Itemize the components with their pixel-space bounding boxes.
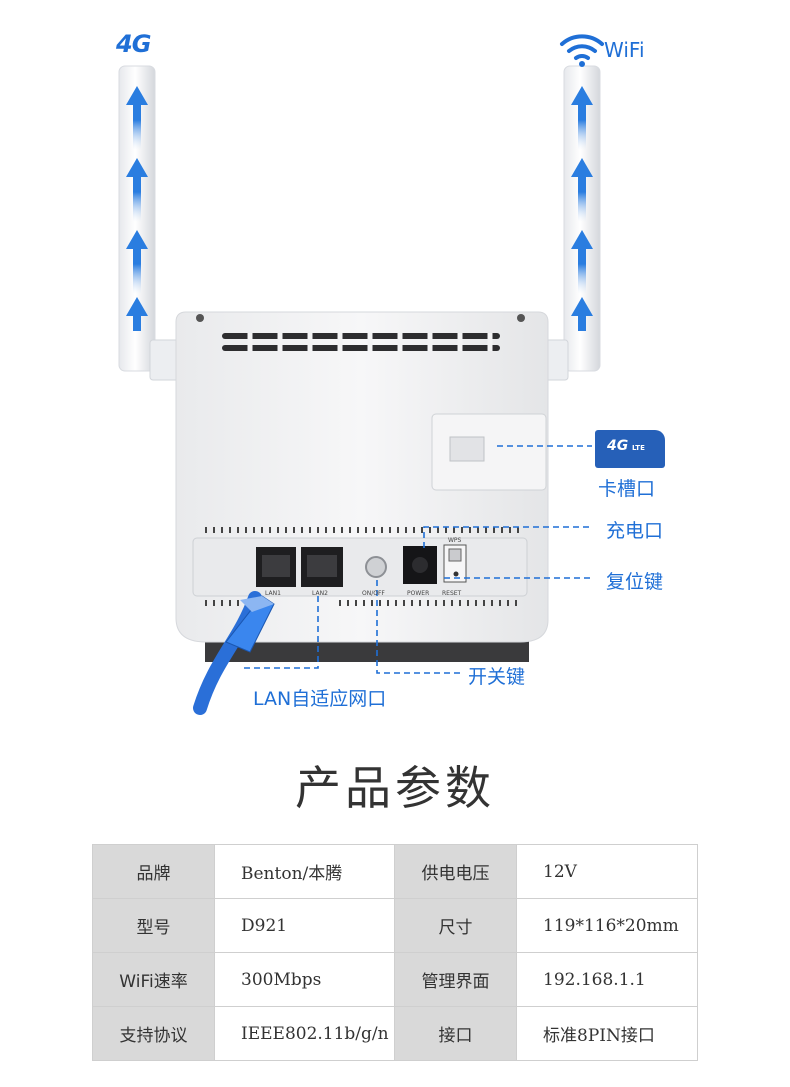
port-label-lan1: LAN1: [265, 590, 281, 597]
port-label-wps: WPS: [448, 537, 462, 544]
callout-charge-port: 充电口: [606, 520, 664, 542]
sim-card-lte: LTE: [632, 444, 645, 452]
right-signal-arrows: [571, 86, 593, 331]
spec-key: 品牌: [92, 844, 215, 899]
port-label-power: POWER: [407, 590, 430, 597]
router-body: [175, 311, 549, 643]
callout-power-switch: 开关键: [468, 666, 526, 688]
left-signal-arrows: [126, 86, 148, 331]
table-row: 型号 D921 尺寸 119*116*20mm: [92, 898, 698, 953]
router-drawing: [118, 34, 604, 715]
callout-reset-key: 复位键: [606, 571, 664, 593]
spec-value: Benton/本腾: [214, 844, 395, 899]
wifi-icon: [560, 34, 604, 67]
table-row: WiFi速率 300Mbps 管理界面 192.168.1.1: [92, 952, 698, 1007]
spec-value: 标准8PIN接口: [516, 1006, 698, 1061]
ethernet-cable: [193, 591, 275, 715]
spec-value: 119*116*20mm: [516, 898, 698, 953]
spec-value: 12V: [516, 844, 698, 899]
4g-badge: 4G: [116, 30, 151, 58]
port-label-onoff: ON/OFF: [362, 590, 385, 597]
product-illustration: 4G WiFi 4G LTE LAN1 LAN2 ON/OFF POWER WP…: [116, 30, 665, 715]
spec-value: 300Mbps: [214, 952, 395, 1007]
callout-lines: [244, 445, 592, 674]
table-row: 品牌 Benton/本腾 供电电压 12V: [92, 844, 698, 899]
spec-value: 192.168.1.1: [516, 952, 698, 1007]
spec-key: 供电电压: [394, 844, 517, 899]
spec-value: D921: [214, 898, 395, 953]
spec-key: 支持协议: [92, 1006, 215, 1061]
spec-key: 管理界面: [394, 952, 517, 1007]
port-label-lan2: LAN2: [312, 590, 328, 597]
sim-card-4g: 4G: [607, 438, 629, 454]
section-title: 产品参数: [295, 761, 495, 815]
spec-key: 接口: [394, 1006, 517, 1061]
sim-card-icon: 4G LTE: [595, 430, 665, 468]
wifi-label: WiFi: [604, 38, 645, 62]
spec-key: 尺寸: [394, 898, 517, 953]
spec-value: IEEE802.11b/g/n: [214, 1006, 395, 1061]
spec-key: 型号: [92, 898, 215, 953]
callout-sim-slot: 卡槽口: [598, 478, 656, 500]
port-label-reset: RESET: [442, 590, 462, 597]
callout-lan-port: LAN自适应网口: [253, 688, 387, 710]
table-row: 支持协议 IEEE802.11b/g/n 接口 标准8PIN接口: [92, 1006, 698, 1061]
spec-key: WiFi速率: [92, 952, 215, 1007]
spec-table: 品牌 Benton/本腾 供电电压 12V 型号 D921 尺寸 119*116…: [92, 844, 698, 1061]
